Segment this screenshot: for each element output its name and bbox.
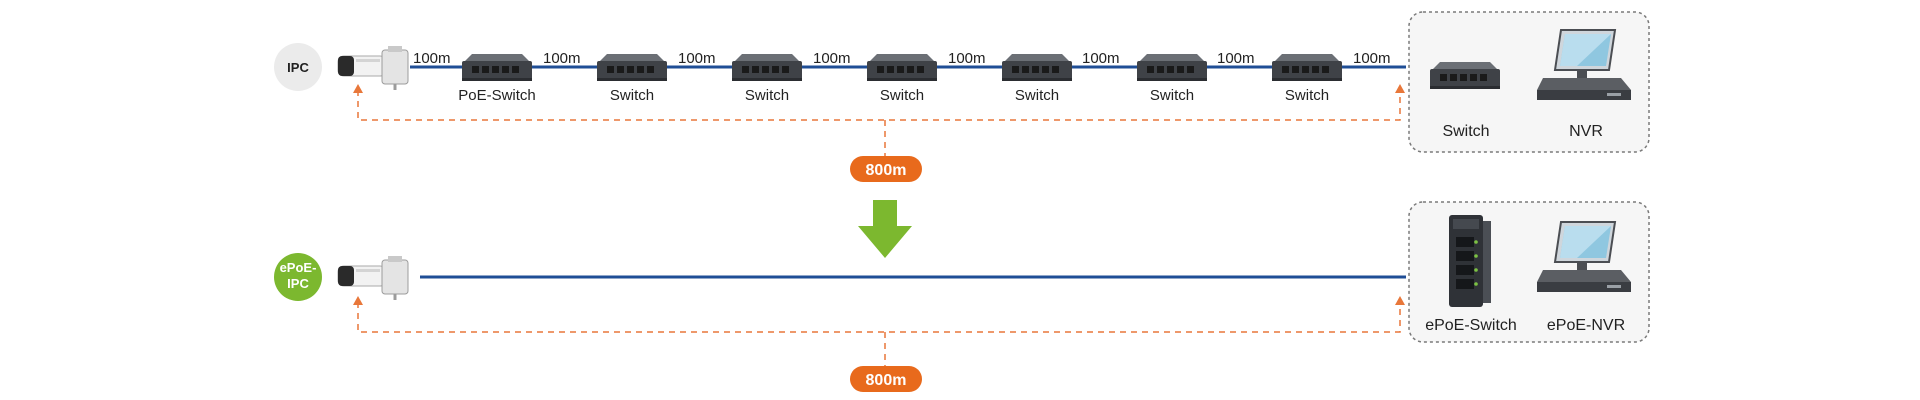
switch-label: Switch (610, 87, 654, 104)
end-box: Switch NVR (1408, 11, 1650, 153)
nvr-label: NVR (1569, 123, 1603, 140)
segment-label: 100m (543, 50, 581, 67)
switch-label: Switch (1285, 87, 1329, 104)
network-switch-icon (1137, 54, 1207, 81)
switch-label: Switch (1150, 87, 1194, 104)
epoe-switch-label: ePoE-Switch (1425, 317, 1517, 334)
epoe-ipc-badge-line2: IPC (287, 276, 309, 291)
end-box: ePoE-Switch ePoE-NVR (1408, 201, 1650, 343)
ipc-badge-label: IPC (287, 60, 309, 75)
bullet-camera-icon (336, 44, 410, 92)
switch-label: Switch (880, 87, 924, 104)
network-switch-icon (867, 54, 937, 81)
segment-label: 100m (948, 50, 986, 67)
network-switch-icon (1002, 54, 1072, 81)
end-switch-label: Switch (1442, 123, 1489, 140)
network-switch-icon (1430, 62, 1500, 89)
distance-badge: 800m (850, 366, 922, 392)
segment-label: 100m (413, 50, 451, 67)
switch-chain: PoE-Switch Switch Switch Switch Switch S… (458, 54, 1342, 104)
bullet-camera-icon (336, 254, 410, 302)
bottom-row: ePoE- IPC 800m ePoE-Switch ePoE-NVR (274, 201, 1650, 392)
switch-label: PoE-Switch (458, 87, 536, 104)
epoe-ipc-badge (274, 253, 322, 301)
segment-labels: 100m 100m 100m 100m 100m 100m 100m 100m (413, 50, 1391, 67)
ipc-badge (274, 43, 322, 91)
segment-label: 100m (1217, 50, 1255, 67)
distance-badge-label: 800m (866, 162, 907, 179)
network-switch-icon (1272, 54, 1342, 81)
distance-badge: 800m (850, 156, 922, 182)
network-switch-icon (732, 54, 802, 81)
segment-label: 100m (678, 50, 716, 67)
segment-label: 100m (813, 50, 851, 67)
industrial-switch-icon (1449, 215, 1491, 307)
segment-label: 100m (1353, 50, 1391, 67)
distance-bracket (353, 84, 1405, 156)
switch-label: Switch (745, 87, 789, 104)
epoe-ipc-badge-line1: ePoE- (280, 260, 317, 275)
network-switch-icon (462, 54, 532, 81)
down-arrow-icon (858, 200, 912, 258)
top-row: IPC 100m 100m 100m 100m 100m 100m 100m 1… (274, 11, 1650, 182)
segment-label: 100m (1082, 50, 1120, 67)
switch-label: Switch (1015, 87, 1059, 104)
network-switch-icon (597, 54, 667, 81)
epoe-nvr-label: ePoE-NVR (1547, 317, 1625, 334)
distance-badge-label: 800m (866, 372, 907, 389)
distance-bracket (353, 296, 1405, 366)
